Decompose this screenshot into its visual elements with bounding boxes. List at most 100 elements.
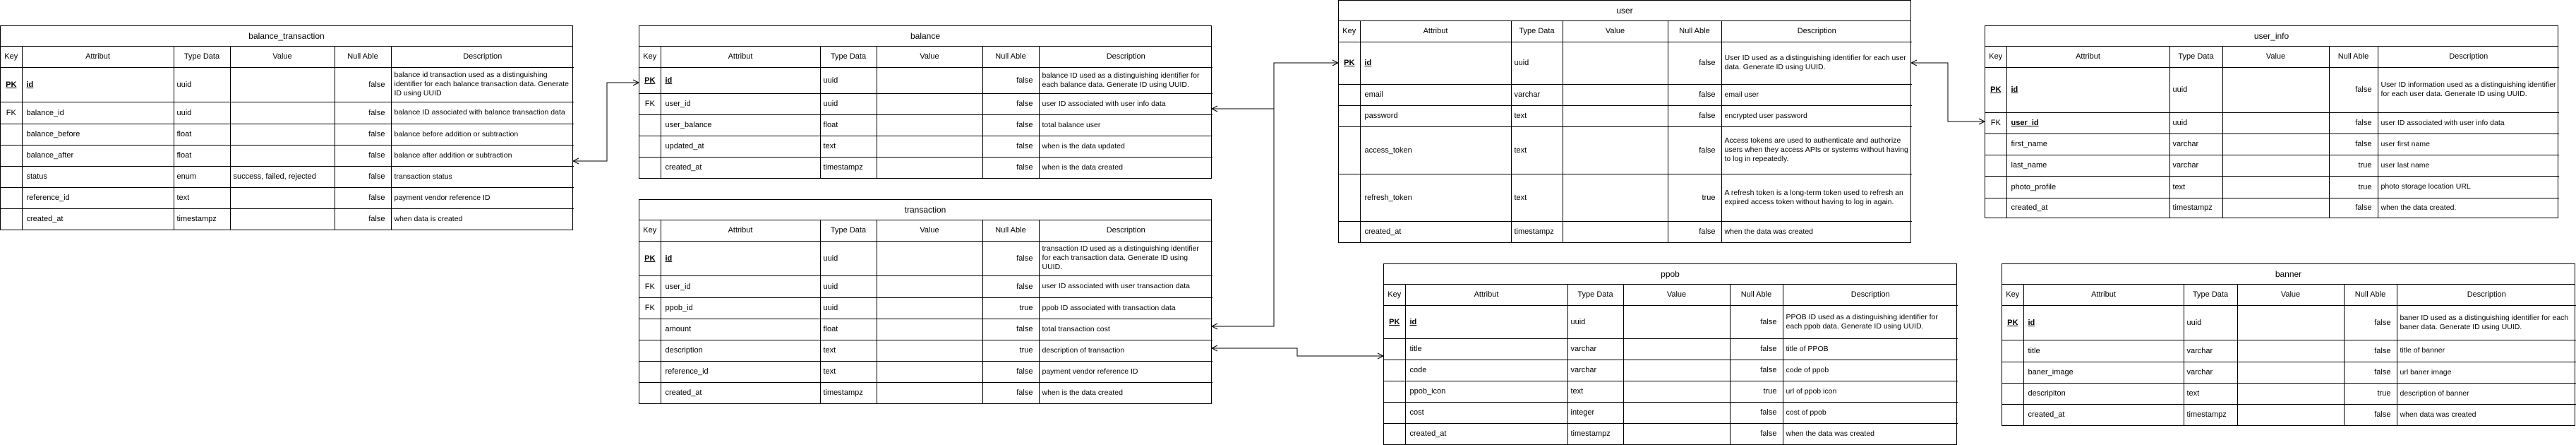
attribute-name: user_balance xyxy=(665,121,712,129)
attribute-cell: access_token xyxy=(1360,126,1512,174)
value-cell: success, failed, rejected xyxy=(230,166,335,188)
type-cell: float xyxy=(820,114,877,136)
key-cell: PK xyxy=(1985,67,2007,113)
column-header: Key xyxy=(2002,285,2024,306)
description-cell: when is the data created xyxy=(1042,162,1123,172)
nullable-cell: false xyxy=(1668,126,1722,174)
attribute-name: balance_before xyxy=(26,130,80,138)
type-cell: uuid xyxy=(820,67,877,94)
nullable-cell: false xyxy=(982,275,1040,298)
column-header: Attribut xyxy=(1405,285,1568,306)
attribute-name: id xyxy=(2011,85,2018,94)
column-header: Type Data xyxy=(2169,47,2223,68)
key-cell xyxy=(1384,338,1406,360)
nullable-cell: false xyxy=(335,187,392,209)
nullable-cell: false xyxy=(982,241,1040,276)
key-cell xyxy=(639,382,661,403)
nullable-cell: false xyxy=(335,166,392,188)
column-header: Attribut xyxy=(22,47,174,68)
value-cell xyxy=(877,319,983,340)
value-cell xyxy=(1623,360,1731,381)
type-cell: timestampz xyxy=(1567,423,1624,444)
attribute-cell: id xyxy=(661,67,821,94)
column-header: Value xyxy=(1563,21,1668,42)
column-header: Attribut xyxy=(661,47,821,68)
key-cell xyxy=(1339,126,1361,174)
column-header: Null Able xyxy=(335,47,392,68)
value-cell xyxy=(2222,155,2330,177)
type-cell: uuid xyxy=(820,241,877,276)
description-cell: description of banner xyxy=(2397,383,2576,405)
key-cell: FK xyxy=(639,275,661,298)
value-cell xyxy=(2222,67,2330,113)
description-cell: transaction ID used as a distinguishing … xyxy=(1039,241,1212,276)
value-cell xyxy=(1623,381,1731,403)
key-cell xyxy=(1,187,23,209)
column-header: Description xyxy=(1721,21,1912,42)
attribute-cell: id xyxy=(1405,305,1568,339)
description-cell: code of ppob xyxy=(1783,360,1958,381)
value-cell xyxy=(2222,134,2330,155)
nullable-cell: true xyxy=(2329,176,2378,198)
attribute-cell: created_at xyxy=(1405,423,1568,444)
key-cell: PK xyxy=(1,67,23,102)
nullable-cell: true xyxy=(1668,174,1722,222)
value-cell xyxy=(1563,126,1668,174)
value-cell xyxy=(877,297,983,319)
table-title: ppob xyxy=(1384,264,1956,285)
nullable-cell: false xyxy=(1668,221,1722,242)
column-header: Value xyxy=(230,47,335,68)
description-cell: ppob ID associated with transaction data xyxy=(1039,297,1212,319)
nullable-cell: false xyxy=(2329,67,2378,113)
description-cell: title of banner xyxy=(2397,340,2576,362)
description-cell: Access tokens are used to authenticate a… xyxy=(1721,126,1912,174)
attribute-name: cost xyxy=(1409,408,1424,417)
key-cell xyxy=(1,208,23,230)
key-cell xyxy=(1384,423,1406,444)
type-cell: text xyxy=(820,340,877,362)
nullable-cell: false xyxy=(2344,404,2397,425)
description-cell: PPOB ID used as a distinguishing identif… xyxy=(1783,305,1958,339)
attribute-name: photo_profile xyxy=(2011,182,2057,191)
type-cell: text xyxy=(1567,381,1624,403)
value-cell xyxy=(2237,305,2345,340)
type-cell: uuid xyxy=(820,297,877,319)
attribute-name: updated_at xyxy=(665,142,704,150)
column-header: Type Data xyxy=(820,47,877,68)
column-header: Description xyxy=(2378,47,2559,68)
key-cell xyxy=(2002,404,2024,425)
attribute-cell: baner_image xyxy=(2023,362,2184,384)
attribute-name: created_at xyxy=(665,388,702,398)
type-cell: uuid xyxy=(1567,305,1624,339)
nullable-cell: false xyxy=(2329,112,2378,134)
nullable-cell: false xyxy=(335,124,392,146)
value-cell xyxy=(1563,221,1668,242)
value-cell xyxy=(2237,383,2345,405)
description-cell: user ID associated with user info data xyxy=(2378,112,2559,134)
nullable-cell: false xyxy=(1668,42,1722,85)
attribute-name: code xyxy=(1409,366,1427,374)
description-cell: title of PPOB xyxy=(1783,338,1958,360)
attribute-name: ppob_id xyxy=(665,304,693,312)
nullable-cell: false xyxy=(1730,423,1783,444)
table-title: balance_transaction xyxy=(1,26,572,47)
column-header: Attribut xyxy=(2023,285,2184,306)
type-cell: varchar xyxy=(2184,362,2238,384)
description-cell: when is the data updated xyxy=(1039,136,1212,158)
